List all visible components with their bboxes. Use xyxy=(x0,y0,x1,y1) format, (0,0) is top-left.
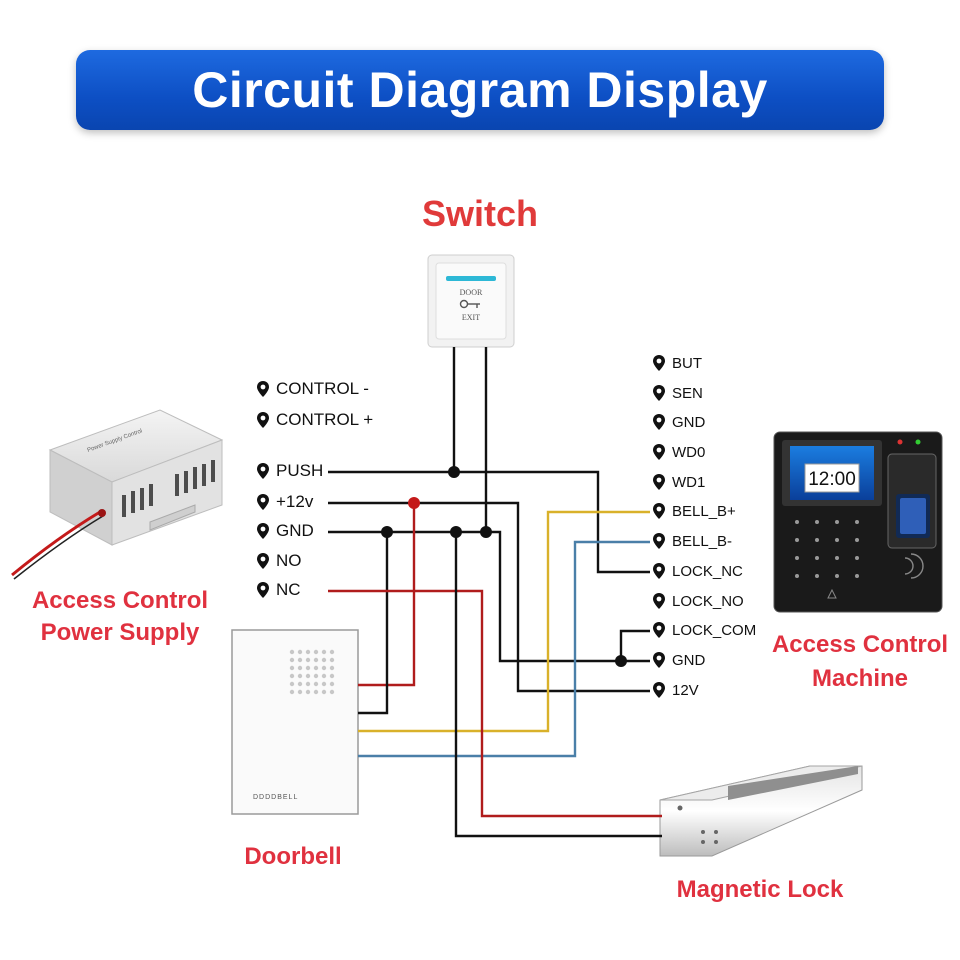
psu-terminal-label: +12v xyxy=(276,492,314,511)
machine-clock: 12:00 xyxy=(808,469,856,490)
pin-icon xyxy=(257,463,269,479)
machine-terminal: BELL_B+ xyxy=(652,502,736,520)
pin-icon xyxy=(653,444,665,460)
title-banner: Circuit Diagram Display xyxy=(76,50,884,130)
pin-icon xyxy=(257,582,269,598)
pin-icon xyxy=(653,385,665,401)
machine-terminal: GND xyxy=(652,413,705,431)
psu-terminal-label: CONTROL - xyxy=(276,379,369,398)
machine-terminal: BUT xyxy=(652,354,702,372)
wire-bell-blue xyxy=(358,540,650,758)
magnetic-lock-label: Magnetic Lock xyxy=(676,876,844,903)
pin-icon xyxy=(257,494,269,510)
pin-icon xyxy=(653,355,665,371)
switch-face-bottom: EXIT xyxy=(462,313,480,322)
pin-icon xyxy=(653,682,665,698)
machine-terminal-label: LOCK_NO xyxy=(672,592,744,610)
machine-terminal: WD0 xyxy=(652,443,705,461)
wire-lock-com xyxy=(619,629,650,661)
access-control-machine-device: 12:00 xyxy=(773,431,943,613)
access-machine-label-line1: Access Control xyxy=(771,631,949,658)
pin-icon xyxy=(257,412,269,428)
pin-icon xyxy=(653,593,665,609)
machine-terminal-label: BELL_B- xyxy=(672,532,733,550)
machine-terminal-label: 12V xyxy=(672,681,699,699)
psu-terminal-label: GND xyxy=(276,521,314,540)
machine-terminal-label: BUT xyxy=(672,354,702,372)
machine-terminal: GND xyxy=(652,651,705,669)
machine-terminal-label: LOCK_COM xyxy=(672,621,757,639)
machine-terminal-label: WD1 xyxy=(672,473,706,491)
psu-terminal: GND xyxy=(256,521,314,541)
switch-face-top: DOOR xyxy=(460,288,483,297)
pin-icon xyxy=(257,523,269,539)
psu-terminal-label: NO xyxy=(276,551,302,570)
power-supply-label-line2: Power Supply xyxy=(40,619,200,646)
machine-terminal-label: BELL_B+ xyxy=(672,502,736,520)
psu-terminal-label: PUSH xyxy=(276,461,324,480)
machine-terminal: LOCK_COM xyxy=(652,621,756,639)
pin-icon xyxy=(653,652,665,668)
psu-terminal: PUSH xyxy=(256,461,323,481)
machine-terminal-label: GND xyxy=(672,413,706,431)
doorbell-case-text: DDDDBELL xyxy=(253,794,298,801)
pin-icon xyxy=(653,503,665,519)
access-machine-label-line2: Machine xyxy=(811,665,909,692)
machine-terminal: WD1 xyxy=(652,473,705,491)
exit-switch-device: DOOR EXIT xyxy=(427,254,515,348)
wire-bell-red xyxy=(358,503,416,687)
wire-nc-red xyxy=(328,589,662,818)
machine-terminal: BELL_B- xyxy=(652,532,732,550)
magnetic-lock-device xyxy=(659,765,863,857)
machine-terminal: LOCK_NO xyxy=(652,592,744,610)
psu-cable xyxy=(11,510,101,577)
power-supply-label-line1: Access Control xyxy=(31,587,209,614)
wire-gnd xyxy=(328,530,650,663)
psu-terminal: +12v xyxy=(256,492,313,512)
page-title: Circuit Diagram Display xyxy=(192,62,768,118)
pin-icon xyxy=(653,414,665,430)
psu-terminal-label: CONTROL + xyxy=(276,410,374,429)
machine-terminal: LOCK_NC xyxy=(652,562,743,580)
psu-terminal: NO xyxy=(256,551,302,571)
switch-label: Switch xyxy=(421,193,538,234)
machine-terminal-label: GND xyxy=(672,651,706,669)
wiring xyxy=(328,347,662,838)
power-supply-label: Access Control Power Supply xyxy=(0,585,240,649)
pin-icon xyxy=(653,563,665,579)
power-supply-device: Power Supply Control xyxy=(11,409,224,580)
access-machine-label: Access Control Machine xyxy=(760,628,960,696)
psu-terminal: CONTROL + xyxy=(256,410,373,430)
psu-terminal-label: NC xyxy=(276,580,301,599)
wire-push xyxy=(328,470,650,574)
machine-terminal-label: LOCK_NC xyxy=(672,562,743,580)
pin-icon xyxy=(653,474,665,490)
machine-terminal-label: WD0 xyxy=(672,443,706,461)
machine-terminal: 12V xyxy=(652,681,699,699)
pin-icon xyxy=(653,533,665,549)
wire-bell-black xyxy=(358,532,389,715)
psu-terminal: CONTROL - xyxy=(256,379,369,399)
pin-icon xyxy=(257,381,269,397)
wire-lock-black xyxy=(454,532,662,838)
wire-12v xyxy=(328,501,650,693)
pin-icon xyxy=(257,553,269,569)
pin-icon xyxy=(653,622,665,638)
junctions xyxy=(381,466,627,667)
psu-terminal: NC xyxy=(256,580,301,600)
key-icon xyxy=(459,299,480,309)
doorbell-device: DDDDBELL xyxy=(231,629,359,815)
machine-terminal-label: SEN xyxy=(672,384,703,402)
wire-bell-yellow xyxy=(358,510,650,733)
machine-terminal: SEN xyxy=(652,384,703,402)
doorbell-label: Doorbell xyxy=(244,843,342,870)
